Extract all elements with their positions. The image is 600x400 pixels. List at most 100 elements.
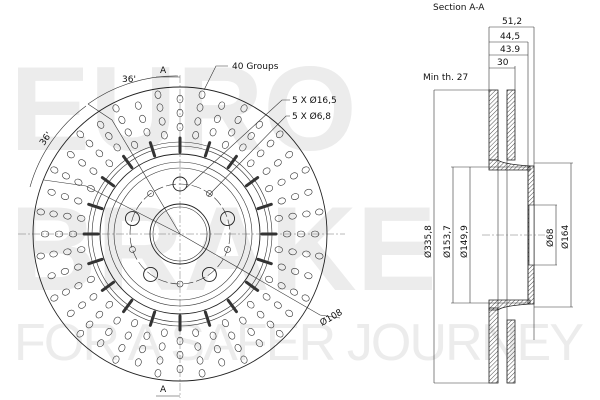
drill-hole xyxy=(214,114,221,123)
drill-hole xyxy=(62,288,70,296)
drill-hole xyxy=(277,197,286,205)
drill-hole xyxy=(192,328,199,337)
dia-hat-inner: Ø149,9 xyxy=(459,225,470,258)
drill-hole xyxy=(285,309,294,317)
cooling-vane xyxy=(87,202,104,211)
cooling-vane xyxy=(148,310,157,327)
dim-width-3: 43.9 xyxy=(500,45,520,55)
hat-ring xyxy=(113,167,247,301)
friction-plate-inner-top xyxy=(488,89,499,161)
drill-hole xyxy=(274,301,282,309)
friction-plate-outer-bottom xyxy=(506,319,516,384)
drill-hole xyxy=(246,159,255,168)
drill-hole xyxy=(113,143,121,152)
cooling-vane xyxy=(87,257,104,266)
drill-hole xyxy=(124,331,132,340)
drill-hole xyxy=(118,116,126,124)
drill-hole xyxy=(86,275,95,283)
small-hole xyxy=(224,246,231,253)
drill-hole xyxy=(63,248,72,256)
drill-hole xyxy=(113,316,121,325)
drill-hole xyxy=(274,246,283,253)
drill-hole xyxy=(265,185,274,193)
pcd-leader xyxy=(179,233,341,319)
drill-hole xyxy=(192,131,199,140)
drill-hole xyxy=(315,208,324,216)
drill-hole xyxy=(246,300,255,309)
drill-hole xyxy=(214,345,221,354)
drill-hole xyxy=(176,364,184,374)
section-title: Section A-A xyxy=(433,3,485,13)
friction-plate-inner-bottom xyxy=(488,307,499,384)
drill-hole xyxy=(36,252,45,260)
drill-hole xyxy=(301,166,310,174)
drill-hole xyxy=(275,130,284,139)
cooling-vane xyxy=(122,154,134,170)
dia-center: Ø68 xyxy=(545,228,556,247)
drill-hole xyxy=(134,358,142,367)
drill-hole xyxy=(105,159,114,168)
min-thickness: Min th. 27 xyxy=(423,73,468,83)
section-mark-bottom: A xyxy=(160,385,167,395)
cooling-vane xyxy=(148,141,157,158)
small-hole xyxy=(206,190,213,197)
drill-hole xyxy=(176,336,184,346)
small-hole xyxy=(147,190,154,197)
drill-hole xyxy=(78,301,86,309)
drill-hole xyxy=(221,319,229,328)
bolt-holes xyxy=(124,176,236,288)
hat-wall-bottom xyxy=(488,299,531,311)
drill-hole xyxy=(304,188,313,196)
bolt-hole xyxy=(172,176,188,192)
drill-hole xyxy=(302,210,311,218)
section-mark-top: A xyxy=(160,66,167,76)
angle-label-1: 36' xyxy=(122,75,136,85)
cooling-vane xyxy=(256,202,273,211)
bolt-hole xyxy=(143,267,159,282)
drill-hole xyxy=(68,230,78,238)
drill-hole xyxy=(194,342,202,351)
drill-hole xyxy=(262,293,271,301)
drill-hole xyxy=(240,104,248,113)
hat-wall-top xyxy=(488,159,531,171)
drill-hole xyxy=(47,272,56,280)
drill-hole xyxy=(63,212,72,220)
drill-hole xyxy=(143,331,151,340)
drill-hole xyxy=(240,355,248,364)
drill-hole xyxy=(156,356,164,365)
drill-hole xyxy=(176,122,184,132)
drill-hole xyxy=(161,131,168,140)
drill-hole xyxy=(54,230,64,238)
drill-hole xyxy=(118,344,126,352)
drill-hole xyxy=(256,149,265,158)
drill-hole xyxy=(49,210,58,218)
drill-hole xyxy=(310,230,320,238)
drill-hole xyxy=(285,151,294,159)
drill-hole xyxy=(198,90,206,99)
drill-hole xyxy=(315,252,324,260)
drill-hole xyxy=(60,193,69,200)
drill-hole xyxy=(161,328,168,337)
drill-hole xyxy=(76,130,85,139)
drill-hole xyxy=(78,159,86,167)
friction-plate-outer-top xyxy=(506,89,516,161)
drill-hole xyxy=(277,263,286,271)
cooling-vane xyxy=(244,280,260,292)
bolt-hole xyxy=(220,211,236,226)
drill-hole xyxy=(209,331,217,340)
drill-hole xyxy=(265,275,274,283)
drill-hole xyxy=(50,166,59,174)
drill-hole xyxy=(228,128,236,137)
drill-hole xyxy=(97,120,105,129)
drill-hole xyxy=(266,139,275,148)
drill-hole xyxy=(112,104,120,113)
drill-hole xyxy=(277,178,286,186)
drill-hole xyxy=(89,167,98,175)
cooling-vane xyxy=(256,257,273,266)
drill-hole xyxy=(256,310,265,319)
small-hole-leader xyxy=(207,115,290,197)
drill-hole xyxy=(228,331,236,340)
drill-hole xyxy=(74,263,83,271)
drill-hole xyxy=(304,272,313,280)
small-hole xyxy=(129,246,136,253)
